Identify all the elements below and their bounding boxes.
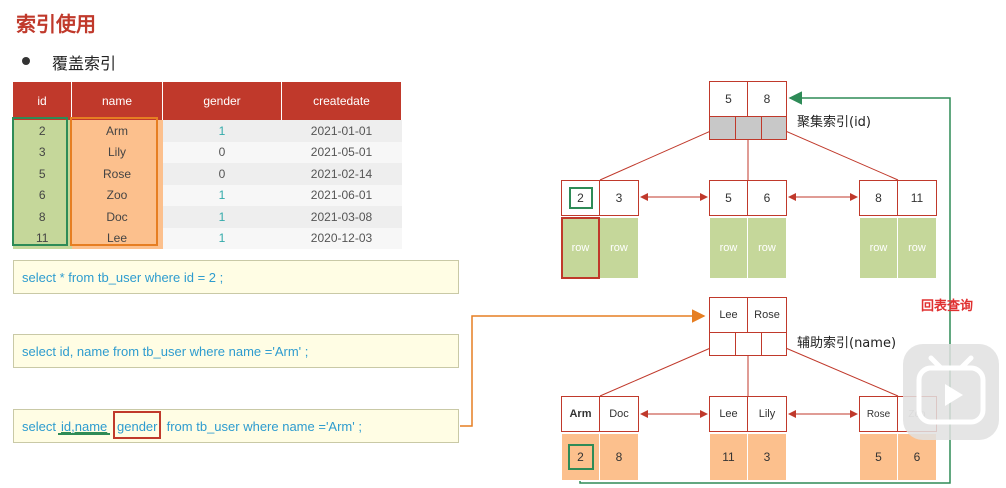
cell-gender: 0 [162,163,282,185]
cell-createdate: 2021-01-01 [281,120,402,142]
cell-createdate: 2020-12-03 [281,227,402,249]
cell-name: Arm [71,120,163,142]
cell-gender: 1 [162,120,282,142]
sql-text: select * from tb_user where id = 2 ; [22,270,224,285]
clustered-leaf-key: 2 [561,180,600,216]
table-row: 8 Doc 1 2021-03-08 [13,206,402,228]
cell-id: 5 [13,163,72,185]
col-header-id: id [13,82,72,120]
sql-box-covering: select id, name from tb_user where name … [13,334,459,368]
secondary-root-pointer [761,332,787,356]
clustered-leaf-row: row [897,217,937,279]
cell-id: 8 [13,206,72,228]
clustered-root-pointer [709,116,736,140]
col-header-gender: gender [162,82,282,120]
secondary-leaf-id: 2 [561,433,600,481]
clustered-leaf-key: 6 [747,180,787,216]
clustered-root-pointer [735,116,762,140]
row-highlight [561,217,600,279]
gender-highlight-box [113,411,161,439]
sql-box-with-lookup: select id,name gender from tb_user where… [13,409,459,443]
cell-createdate: 2021-06-01 [281,184,402,206]
id-column-highlight [12,117,68,246]
sql-text: select id, name from tb_user where name … [22,344,309,359]
table-row: 11 Lee 1 2020-12-03 [13,227,402,249]
cell-name: Lily [71,141,163,163]
secondary-leaf-key: Lee [709,396,748,432]
cell-gender: 1 [162,206,282,228]
table-row: 5 Rose 0 2021-02-14 [13,163,402,185]
cell-createdate: 2021-05-01 [281,141,402,163]
col-header-name: name [71,82,163,120]
play-icon [916,355,986,425]
cell-id: 11 [13,227,72,249]
cell-gender: 0 [162,141,282,163]
cell-id: 6 [13,184,72,206]
cell-gender: 1 [162,227,282,249]
secondary-leaf-key: Lily [747,396,787,432]
secondary-leaf-id: 11 [709,433,748,481]
back-to-table-label: 回表查询 [921,299,974,314]
cell-gender: 1 [162,184,282,206]
clustered-leaf-row: row [859,217,898,279]
secondary-leaf-id: 3 [747,433,787,481]
cell-createdate: 2021-03-08 [281,206,402,228]
cell-name: Zoo [71,184,163,206]
secondary-leaf-key: Doc [599,396,639,432]
secondary-leaf-id: 5 [859,433,898,481]
cell-id: 3 [13,141,72,163]
clustered-leaf-key: 5 [709,180,748,216]
table-row: 6 Zoo 1 2021-06-01 [13,184,402,206]
clustered-root-key: 5 [709,81,748,117]
cell-name: Doc [71,206,163,228]
secondary-leaf-key: Arm [561,396,600,432]
secondary-root-pointer [709,332,736,356]
cell-id: 2 [13,120,72,142]
cell-name: Lee [71,227,163,249]
table-row: 3 Lily 0 2021-05-01 [13,141,402,163]
cell-name: Rose [71,163,163,185]
clustered-leaf-row: row [747,217,787,279]
cell-createdate: 2021-02-14 [281,163,402,185]
section-subtitle: 覆盖索引 [52,54,117,73]
table-row: 2 Arm 1 2021-01-01 [13,120,402,142]
indexed-cols-underline [58,433,110,435]
user-table: id name gender createdate 2 Arm 1 2021-0… [13,82,402,249]
clustered-leaf-key: 8 [859,180,898,216]
video-play-button[interactable] [903,344,999,440]
clustered-leaf-row: row [709,217,748,279]
bullet-dot [22,57,30,65]
secondary-leaf-key: Rose [859,396,898,432]
sql-text-gender: gender [117,419,158,434]
sql-text-prefix: select [22,419,60,434]
secondary-root-key: Lee [709,297,748,333]
page-title: 索引使用 [16,12,96,36]
col-header-createdate: createdate [281,82,402,120]
clustered-index-label: 聚集索引(id) [797,115,872,130]
sql-text-indexed-cols: id,name [61,419,108,434]
clustered-leaf-key: 3 [599,180,639,216]
sql-box-select-all: select * from tb_user where id = 2 ; [13,260,459,294]
secondary-index-label: 辅助索引(name) [797,336,897,351]
leaf-key-highlight: 2 [568,187,593,209]
leaf-id-highlight: 2 [567,444,594,470]
name-column-highlight [70,117,158,246]
clustered-root-pointer [761,116,787,140]
secondary-leaf-id: 8 [599,433,639,481]
clustered-leaf-row: row [599,217,639,279]
clustered-leaf-key: 11 [897,180,937,216]
secondary-leaf-id: 6 [897,433,937,481]
clustered-root-key: 8 [747,81,787,117]
secondary-root-pointer [735,332,762,356]
sql-text-suffix: from tb_user where name ='Arm' ; [163,419,362,434]
secondary-root-key: Rose [747,297,787,333]
